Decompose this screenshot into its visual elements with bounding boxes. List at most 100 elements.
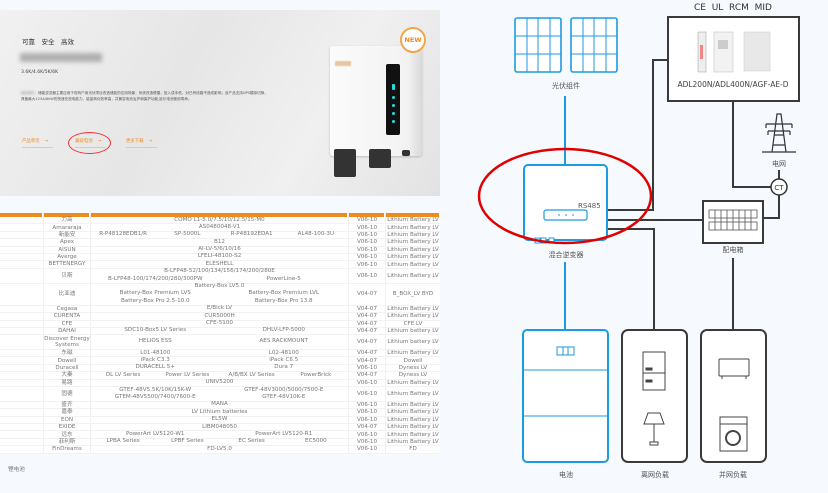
model-name: Dura 7: [274, 364, 294, 371]
brand-cell: Dowell: [43, 357, 90, 364]
hero-tagline: 可靠 安全 高效: [22, 38, 74, 46]
protocol-cell: Lithium Battery LV: [385, 387, 440, 401]
protocol-cell: Lithium Battery LV: [385, 350, 440, 357]
version-cell: V04-07: [348, 313, 385, 320]
model-name: R-P48128EDB1/R: [99, 231, 148, 238]
fridge-icon: [642, 351, 666, 391]
brand-cell: 嘉泰: [43, 409, 90, 416]
model-name: HELIOS ESS: [138, 338, 172, 345]
protocol-cell: Lithium Battery LV: [385, 313, 440, 320]
models-cell: AS0480048-V1: [90, 223, 348, 231]
category-cell: [0, 247, 43, 253]
version-cell: V06-10: [348, 261, 385, 268]
protocol-cell: Lithium Battery LV: [385, 239, 440, 246]
blurred-product-title: [20, 53, 102, 62]
hybrid-inverter-icon: [523, 164, 608, 241]
product-description: SK-SHY-...储能逆变器主要应用于现有户用光伏项目改造储能的应用场景，系统…: [21, 91, 268, 101]
new-badge: NEW: [400, 27, 426, 53]
protocol-cell: Lithium Battery LV: [385, 431, 440, 438]
inverter-label: 混合逆变器: [549, 250, 584, 259]
brand-cell: 力高: [43, 217, 90, 224]
solar-panel-icon: [514, 17, 618, 73]
model-name: EC Series: [238, 438, 265, 445]
protocol-cell: Lithium Battery LV: [385, 438, 440, 446]
protocol-cell: Lithium battery LV: [385, 335, 440, 350]
brand-cell: Averge: [43, 253, 90, 261]
model-name: B-LFP48-52/100/134/156/174/200/280E: [164, 268, 275, 275]
model-name: PowerArt LV5120-R1: [255, 430, 313, 437]
brand-cell: AISUN: [43, 246, 90, 253]
highlight-ellipse: [477, 147, 653, 245]
version-cell: V06-10: [348, 387, 385, 401]
version-cell: V06-10: [348, 246, 385, 253]
system-diagram: CE UL RCM MID ADL200N/ADL400N/AGF-AE-D 光…: [460, 0, 828, 489]
model-name: Battery-Box Pro 13.8: [254, 297, 313, 304]
category-cell: [0, 239, 43, 245]
version-cell: V04-07: [348, 320, 385, 327]
model-name: CUR5000H: [204, 312, 235, 319]
version-cell: V06-10: [348, 253, 385, 261]
brand-cell: Cegasa: [43, 305, 90, 313]
product-sheet-link[interactable]: 产品单页→: [22, 138, 53, 148]
category-cell: [0, 261, 43, 267]
model-name: AI-LV-5/6/10/16: [198, 246, 241, 253]
meter-icon: [697, 31, 771, 73]
models-cell: COMO L1-5.0/7.5/10/12.5/15-M0: [90, 217, 348, 224]
protocol-cell: Lithium Battery LV: [385, 224, 440, 231]
brand-cell: 比亚迪: [43, 283, 90, 305]
washing-machine-icon: [719, 416, 748, 452]
model-name: LPBA Series: [106, 438, 140, 445]
brand-cell: 易路: [43, 379, 90, 387]
breaker-icons: [708, 209, 758, 231]
meter-box: [667, 16, 800, 102]
ongrid-label: 并网负载: [719, 470, 747, 479]
model-name: AS0480048-V1: [198, 223, 241, 230]
model-name: E/Bick LV: [206, 305, 233, 312]
model-name: LV Lithium batteries: [191, 408, 248, 415]
models-cell: LV Lithium batteries: [90, 408, 348, 416]
pv-label: 光伏组件: [552, 81, 580, 90]
models-cell: CFE-5100: [90, 320, 348, 327]
category-cell: [0, 446, 43, 452]
more-downloads-link[interactable]: 更多下载→: [126, 138, 157, 148]
protocol-cell: Lithium Battery LV: [385, 261, 440, 268]
category-cell: [0, 409, 43, 415]
protocol-cell: Dyness LV: [385, 372, 440, 379]
version-cell: V06-10: [348, 231, 385, 239]
model-name: iPack C6.5: [269, 356, 299, 363]
category-cell: [0, 357, 43, 363]
model-name: Battery-Box Premium LVL: [248, 290, 320, 297]
models-cell: FD-LV5.0: [90, 446, 348, 453]
version-cell: V06-10: [348, 431, 385, 438]
protocol-cell: Lithium Battery LV: [385, 231, 440, 239]
brand-cell: EXIDE: [43, 424, 90, 431]
models-cell: EL5W: [90, 416, 348, 423]
brand-cell: 贝斯: [43, 268, 90, 283]
model-name: Power LV Series: [165, 371, 210, 378]
brand-cell: 盛齐: [43, 401, 90, 409]
brand-cell: 固德: [43, 387, 90, 401]
rs485-wire: [607, 59, 668, 211]
model-name: B12: [214, 238, 225, 245]
brand-cell: 东磁: [43, 350, 90, 357]
brand-cell: Duracell: [43, 364, 90, 372]
category-cell: [0, 350, 43, 356]
